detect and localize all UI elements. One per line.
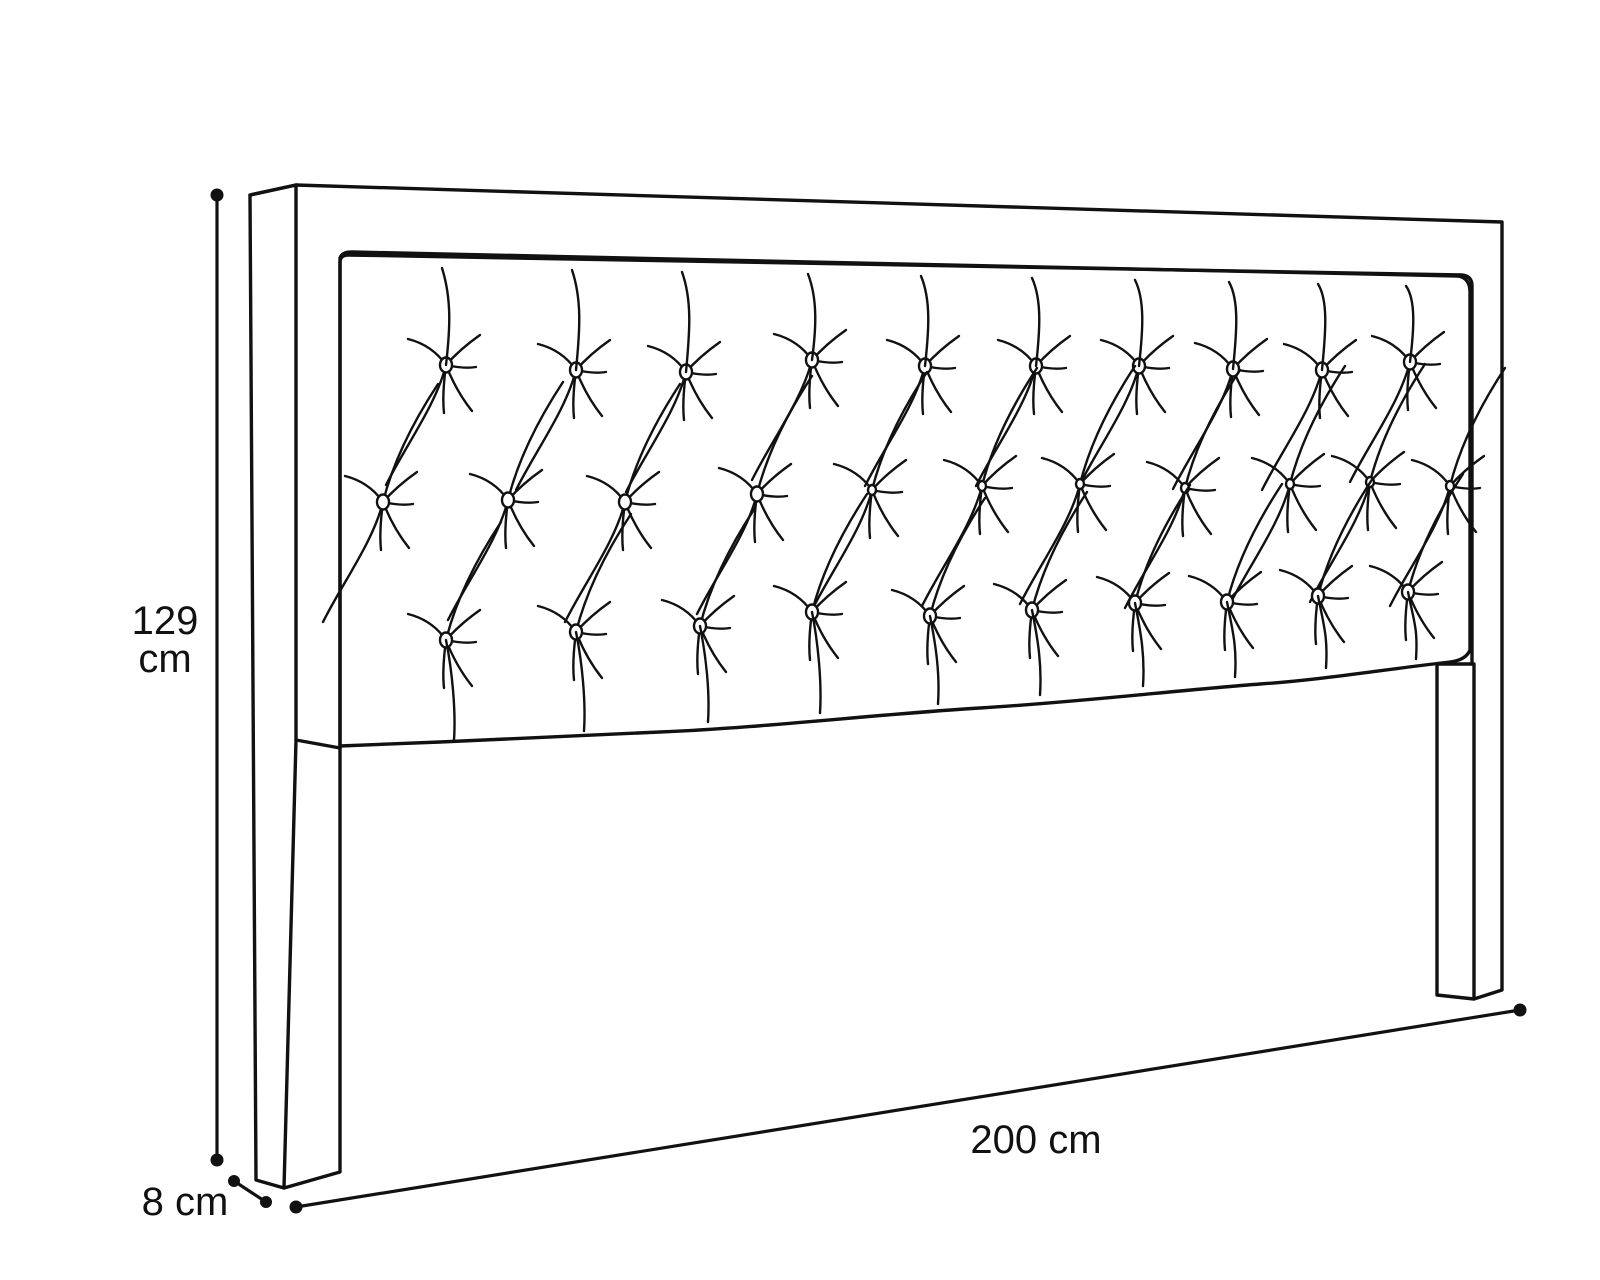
tuft-pleat-line (440, 266, 451, 367)
tuft-pleat-line (1288, 482, 1318, 532)
tuft-pleat-line (1406, 472, 1465, 594)
height-label-unit: cm (138, 637, 191, 681)
tuft-pleat-line (1288, 364, 1347, 486)
width-dimension-endpoint-left (289, 1200, 303, 1214)
tuft-pleat-line (974, 364, 1038, 488)
tuft-button (866, 483, 878, 497)
tuft-pleat-line (942, 458, 984, 488)
frame-outer-outline (294, 183, 1504, 1001)
tuft-button (617, 493, 633, 511)
tuft-pleat-line (1030, 276, 1041, 368)
tuft-pleat-line (928, 614, 940, 706)
depth-label: 8 cm (142, 1180, 229, 1224)
tuft-button (1074, 477, 1086, 491)
tuft-pleat-line (698, 624, 710, 724)
tuft-pleat-line (919, 274, 930, 368)
tuft-pleat-line (870, 488, 900, 538)
width-dimension-endpoint-right (1513, 1003, 1527, 1017)
tuft-pleat-line (1078, 364, 1137, 486)
width-dimension-line (294, 1008, 1522, 1209)
tuft-pleat-line (810, 488, 874, 612)
tuft-pleat-line (806, 272, 817, 362)
headboard-frame (248, 183, 1504, 1190)
tuft-pleat-line (1348, 360, 1412, 484)
tuft-pleat-line (680, 270, 691, 374)
tuft-pleat-line (698, 506, 757, 628)
tuft-pleat-line (1133, 601, 1145, 688)
height-label-value: 129 (132, 599, 199, 643)
tufted-panel-outline (338, 250, 1472, 748)
tuft-button (976, 479, 988, 493)
tuft-pleat-line (1018, 482, 1082, 606)
tuft-pleat-line (574, 512, 633, 634)
frame-left-post (248, 183, 342, 1190)
depth-dimension-line (232, 1179, 268, 1204)
tuft-pleat-line (1404, 284, 1415, 364)
tuft-pleat-line (1225, 482, 1284, 604)
tuft-pleat-line (446, 498, 510, 622)
tuft-pleat-line (1133, 483, 1192, 605)
tuft-pleat-line (321, 500, 385, 624)
tuft-button (749, 485, 765, 503)
tufting-pattern (321, 266, 1507, 742)
tuft-pleat-line (1133, 278, 1144, 368)
tuft-pleat-line (1316, 594, 1328, 670)
tuft-pleat-line (1308, 480, 1372, 604)
tuft-pleat-line (1227, 280, 1238, 371)
tuft-pleat-line (928, 496, 987, 618)
tuft-pleat-line (1183, 486, 1213, 536)
tuft-button (375, 493, 391, 511)
tuft-pleat-line (1077, 364, 1141, 488)
tuft-pleat-line (514, 368, 578, 492)
tuft-pleat-line (1040, 456, 1082, 486)
tuft-pleat-line (810, 492, 869, 614)
tuft-pleat-line (1410, 458, 1452, 488)
tuft-pleat-line (506, 380, 565, 502)
width-dimension: 200 cm (289, 1003, 1527, 1214)
tuft-pleat-line (1316, 282, 1327, 372)
tuft-pleat-line (1078, 482, 1108, 532)
frame-left-post-edge (282, 738, 298, 1190)
tuft-pleat-line (695, 492, 759, 616)
frame-left-post-top-edge (248, 183, 298, 197)
tuft-pleat-line (1183, 368, 1242, 490)
tuft-pleat-line (623, 382, 682, 504)
tuft-button (500, 491, 516, 509)
tuft-pleat-line (1448, 366, 1507, 488)
tuft-pleat-line (574, 630, 586, 733)
height-dimension-endpoint-top (210, 188, 224, 202)
tufted-panel (321, 250, 1507, 748)
tuft-pleat-line (1406, 590, 1418, 661)
depth-dimension: 8 cm (142, 1175, 272, 1224)
tuft-button (1284, 477, 1296, 491)
tuft-pleat-line (1316, 476, 1375, 598)
tuft-pleat-line (755, 374, 814, 496)
tuft-pleat-line (980, 366, 1039, 488)
tuft-pleat-line (1030, 608, 1042, 697)
tuft-pleat-line (1260, 368, 1324, 492)
tuft-pleat-line (1368, 480, 1398, 530)
tuft-pleat-line (920, 484, 984, 608)
tuft-pleat-line (1228, 482, 1292, 606)
tuft-pleat-line (563, 500, 627, 624)
tuft-pleat-line (810, 610, 822, 715)
depth-dimension-endpoint-right (260, 1196, 272, 1208)
tuft-pleat-line (444, 520, 503, 642)
tuft-pleat-line (1225, 600, 1237, 679)
height-dimension-endpoint-bottom (210, 1153, 224, 1167)
tuft-pleat-line (1368, 362, 1427, 484)
tuft-pleat-line (444, 638, 456, 742)
width-label: 200 cm (970, 1118, 1101, 1162)
height-dimension: 129 cm (132, 188, 224, 1167)
tuft-pleat-line (980, 484, 1010, 534)
tuft-pleat-line (570, 268, 581, 372)
tuft-pleat-line (750, 358, 814, 482)
tuft-pleat-line (381, 382, 440, 504)
tuft-pleat-line (832, 462, 874, 492)
tuft-pleat-line (1030, 490, 1089, 612)
tuft-pleat-line (870, 370, 929, 492)
tuft-pleat-line (1388, 484, 1452, 608)
depth-dimension-endpoint-left (228, 1175, 240, 1187)
